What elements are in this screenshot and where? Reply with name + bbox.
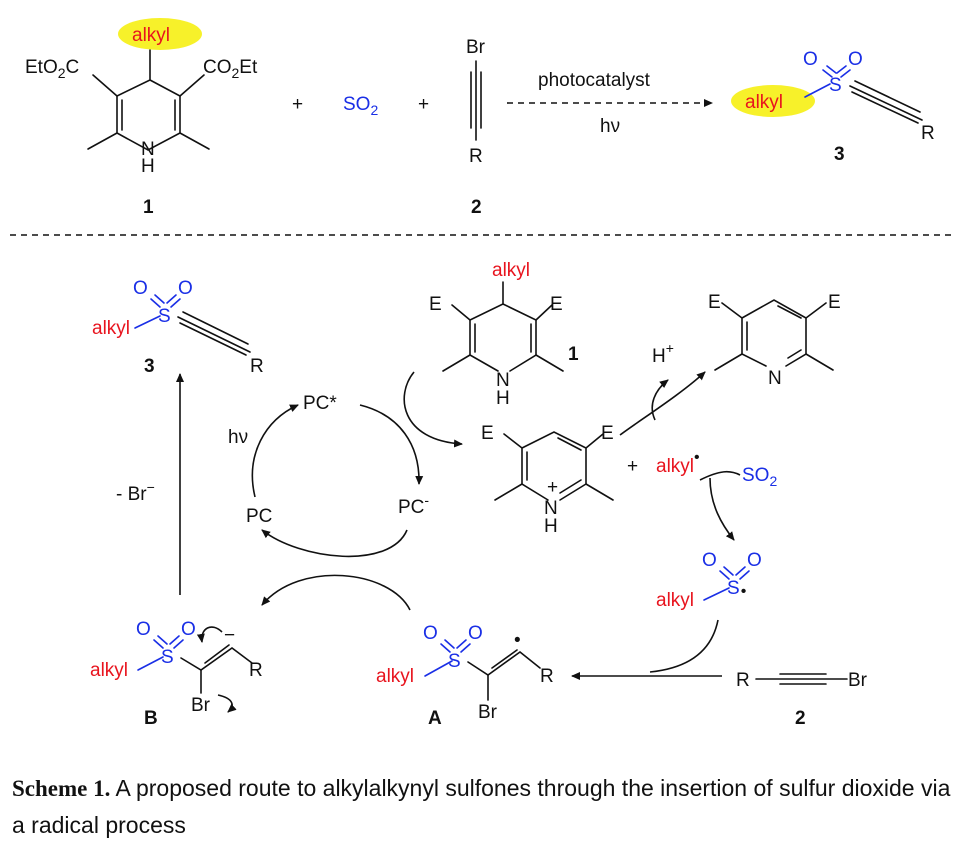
e-label: E: [429, 294, 442, 315]
s-label: S: [448, 651, 461, 672]
r-label: R: [540, 666, 554, 687]
r-label: R: [736, 670, 750, 691]
plus-sign: +: [292, 94, 303, 115]
alkyl-label: alkyl: [492, 260, 530, 281]
alkyl-label: alkyl: [376, 666, 414, 687]
vinyl-anion-B: alkyl S O O − R Br B: [90, 619, 263, 729]
n-label: N: [544, 498, 558, 519]
hv-label: hν: [600, 116, 620, 137]
deprotonation: H+: [619, 340, 706, 436]
so2-reagent: SO2: [742, 465, 777, 489]
caption-text: A proposed route to alkylalkynyl sulfone…: [12, 775, 951, 838]
compound-1-label: 1: [568, 344, 579, 365]
r-label: R: [250, 356, 264, 377]
plus-sign: +: [627, 456, 638, 477]
pc-star-label: PC*: [303, 393, 337, 414]
hv-label: hν: [228, 427, 248, 448]
o-label: O: [803, 49, 818, 70]
product-3-top: alkyl S O O R 3: [731, 49, 935, 165]
br-label: Br: [466, 37, 486, 58]
product-3-mechanism: alkyl S O O R 3: [92, 278, 264, 377]
plus-charge: +: [547, 477, 558, 498]
alkyl-highlight: [118, 18, 202, 50]
br-label: Br: [191, 695, 211, 716]
h-plus-label: H+: [652, 340, 674, 367]
e-label: E: [481, 423, 494, 444]
pc-label: PC: [246, 506, 272, 527]
o-label: O: [423, 623, 438, 644]
r-label: R: [921, 123, 935, 144]
compound-3-label: 3: [144, 356, 155, 377]
e-label: E: [708, 292, 721, 313]
compound-A-label: A: [428, 708, 442, 729]
so2-reagent: SO2: [343, 94, 378, 118]
alkyl-highlight: [731, 85, 815, 117]
caption-title: Scheme 1.: [12, 776, 111, 801]
r-label: R: [249, 660, 263, 681]
compound-1-label: 1: [143, 197, 154, 218]
e-label: E: [550, 294, 563, 315]
compound-2-label: 2: [795, 708, 806, 729]
compound-B-label: B: [144, 708, 158, 729]
o-label: O: [181, 619, 196, 640]
photocatalyst-label: photocatalyst: [538, 70, 651, 91]
e-label: E: [828, 292, 841, 313]
bromoalkyne-2-mechanism: R Br 2: [571, 670, 868, 729]
br-label: Br: [848, 670, 868, 691]
anion-charge: −: [224, 625, 235, 646]
bromoalkyne-2: Br R 2: [466, 37, 486, 218]
nh-h-label: H: [141, 156, 155, 177]
hantzsch-ester-1: alkyl EtO2C CO2Et N H 1: [25, 18, 258, 218]
vinyl-radical-A: alkyl S O O • R Br A: [376, 623, 554, 729]
compound-3-label: 3: [834, 144, 845, 165]
hantzsch-mechanism-1: alkyl E E N H 1: [429, 260, 579, 409]
h-label: H: [544, 516, 558, 537]
o-label: O: [136, 619, 151, 640]
o-label: O: [702, 550, 717, 571]
br-label: Br: [478, 702, 498, 723]
s-label: S•: [727, 578, 746, 600]
alkyl-label: alkyl: [656, 590, 694, 611]
alkyl-radical-label: alkyl•: [656, 449, 700, 477]
pyridine-product: E E N: [708, 292, 841, 389]
pyridinium-intermediate: E E + N H: [481, 423, 614, 537]
ester-right-label: CO2Et: [203, 57, 258, 81]
o-label: O: [848, 49, 863, 70]
alkyl-label: alkyl: [745, 92, 783, 113]
e-label: E: [601, 423, 614, 444]
o-label: O: [178, 278, 193, 299]
alkyl-label: alkyl: [90, 660, 128, 681]
s-label: S: [161, 647, 174, 668]
radical-so2-insertion: + alkyl• SO2 alkyl S• O O: [627, 449, 777, 673]
alkyl-label: alkyl: [92, 318, 130, 339]
nh-n-label: N: [141, 139, 155, 160]
r-label: R: [469, 146, 483, 167]
minus-br-label: - Br−: [116, 479, 155, 505]
radical-dot: •: [514, 630, 521, 651]
s-label: S: [829, 75, 842, 96]
n-label: N: [496, 370, 510, 391]
o-label: O: [468, 623, 483, 644]
compound-2-label: 2: [471, 197, 482, 218]
reaction-scheme: alkyl EtO2C CO2Et N H 1 + SO2 + Br R 2 p…: [10, 18, 955, 729]
photocatalytic-cycle: PC* hν PC PC-: [228, 371, 463, 611]
figure-caption: Scheme 1. A proposed route to alkylalkyn…: [12, 770, 962, 843]
pc-minus-label: PC-: [398, 492, 429, 518]
o-label: O: [133, 278, 148, 299]
ester-left-label: EtO2C: [25, 57, 79, 81]
h-label: H: [496, 388, 510, 409]
reaction-arrow-top: photocatalyst hν: [507, 70, 713, 137]
n-label: N: [768, 368, 782, 389]
plus-sign: +: [418, 94, 429, 115]
o-label: O: [747, 550, 762, 571]
alkyl-label: alkyl: [132, 25, 170, 46]
s-label: S: [158, 306, 171, 327]
loss-of-bromide: - Br−: [116, 373, 184, 595]
